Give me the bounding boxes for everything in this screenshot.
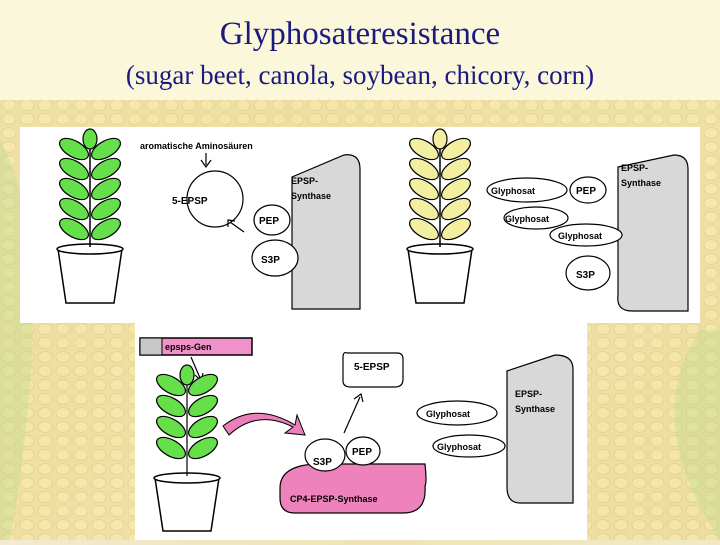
inhibited-enzyme-label-line2: Synthase bbox=[621, 178, 661, 188]
slide-subtitle: (sugar beet, canola, soybean, chicory, c… bbox=[0, 60, 720, 91]
bottom-inhibited-enzyme bbox=[507, 355, 573, 503]
diagram-bottom-panel: epsps-Gen 5-EPSP EPSP- Synthase Glyphosa… bbox=[135, 323, 587, 540]
glyphosat-label-1: Glyphosat bbox=[491, 186, 535, 196]
leaf bbox=[153, 433, 189, 463]
bottom-pep-label: PEP bbox=[352, 447, 372, 458]
enzyme-label-line2: Synthase bbox=[291, 191, 331, 201]
inhibited-pep-label: PEP bbox=[576, 186, 596, 197]
aromatic-label: aromatische Aminosäuren bbox=[140, 141, 253, 151]
leaf-tip bbox=[180, 365, 194, 385]
enzyme-label-line1: EPSP- bbox=[291, 176, 318, 186]
transgenic-plant bbox=[153, 365, 221, 531]
healthy-plant bbox=[56, 129, 124, 303]
leaf bbox=[153, 391, 189, 421]
bottom-enzyme-label-line1: EPSP- bbox=[515, 389, 542, 399]
s3p-label: S3P bbox=[261, 255, 280, 266]
bottom-enzyme-label-line2: Synthase bbox=[515, 404, 555, 414]
bottom-epsp-label: 5-EPSP bbox=[354, 362, 390, 373]
inhibited-enzyme-label-line1: EPSP- bbox=[621, 163, 648, 173]
pep-label: PEP bbox=[259, 216, 279, 227]
leaf bbox=[185, 391, 221, 421]
leaf-tip bbox=[83, 129, 97, 149]
bottom-s3p-label: S3P bbox=[313, 457, 332, 468]
diagram-top-panel: aromatische Aminosäuren 5-EPSP EPSP- Syn… bbox=[20, 127, 700, 323]
slide-title: Glyphosateresistance bbox=[0, 16, 720, 53]
leaf bbox=[185, 412, 221, 442]
leaf-tip bbox=[433, 129, 447, 149]
leaf bbox=[185, 433, 221, 463]
glyphosat-label-3: Glyphosat bbox=[558, 231, 602, 241]
bottom-glyphosat-label-2: Glyphosat bbox=[437, 442, 481, 452]
inhibited-s3p-label: S3P bbox=[576, 270, 595, 281]
leaf bbox=[153, 412, 189, 442]
cp4-epsp-synthase bbox=[280, 464, 426, 513]
gene-label: epsps-Gen bbox=[165, 342, 212, 352]
damaged-plant bbox=[406, 129, 474, 303]
transfer-arrow bbox=[223, 413, 305, 435]
bottom-glyphosat-label-1: Glyphosat bbox=[426, 409, 470, 419]
glyphosat-label-2: Glyphosat bbox=[505, 214, 549, 224]
epsp-label: 5-EPSP bbox=[172, 196, 208, 207]
cp4-label: CP4-EPSP-Synthase bbox=[290, 494, 378, 504]
